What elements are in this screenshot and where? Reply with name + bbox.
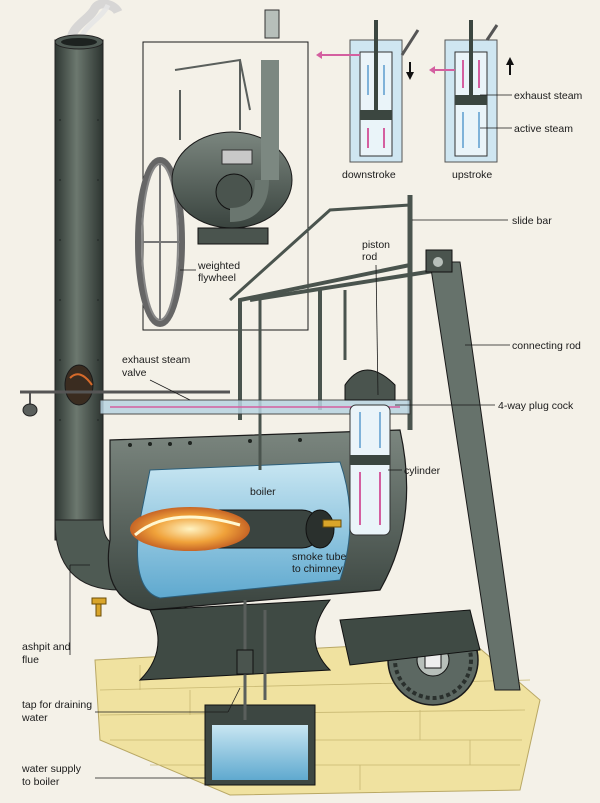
upstroke-label: upstroke [452, 169, 492, 181]
ashpit-label-1: ashpit and [22, 641, 71, 653]
label-smoke-tube: smoke tube to chimney [292, 551, 346, 575]
label-weighted-flywheel: weighted flywheel [180, 260, 240, 284]
label-water-supply: water supply to boiler [21, 763, 206, 788]
weighted-flywheel-label-2: flywheel [198, 272, 236, 284]
piston-rod-label-1: piston [362, 239, 390, 251]
smoke-tube-label-1: smoke tube [292, 551, 346, 563]
exhaust-lever [20, 390, 230, 417]
label-ashpit: ashpit and flue [22, 564, 90, 666]
exhaust-steam-label: exhaust steam [514, 90, 583, 102]
drain-tap [91, 597, 107, 617]
label-connecting-rod: connecting rod [465, 340, 581, 352]
tap-label-2: water [21, 712, 48, 724]
label-tap-draining: tap for draining water [21, 687, 241, 724]
label-active-steam: active steam [480, 123, 573, 135]
inset-engine [135, 9, 309, 331]
exhaust-valve-label-2: valve [122, 367, 147, 379]
engine-frame [228, 195, 441, 470]
label-slide-bar: slide bar [412, 215, 552, 227]
boiler-body [107, 429, 408, 681]
plug-cock-label: 4-way plug cock [498, 400, 574, 412]
water-supply-label-2: to boiler [22, 776, 60, 788]
exhaust-pipe [99, 399, 411, 415]
flywheel-gear [339, 609, 481, 706]
exhaust-valve-label-1: exhaust steam [122, 354, 191, 366]
connecting-rod [425, 249, 521, 691]
smoke-tube-label-2: to chimney [292, 563, 344, 575]
cylinder [344, 369, 396, 536]
label-cylinder: cylinder [388, 465, 441, 477]
boiler-tap [322, 519, 342, 528]
chimney [54, 34, 161, 591]
label-plug-cock: 4-way plug cock [395, 400, 574, 412]
tap-label-1: tap for draining [22, 699, 92, 711]
downstroke-label: downstroke [342, 169, 396, 181]
piston-rod-label-2: rod [362, 251, 377, 263]
label-exhaust-valve: exhaust steam valve [122, 354, 191, 401]
active-steam-label: active steam [514, 123, 573, 135]
cylinder-label: cylinder [404, 465, 441, 477]
slide-bar-label: slide bar [512, 215, 552, 227]
water-supply-label-1: water supply [21, 763, 82, 775]
boiler-label: boiler [250, 486, 276, 498]
connecting-rod-label: connecting rod [512, 340, 581, 352]
label-exhaust-steam: exhaust steam [480, 90, 583, 102]
weighted-flywheel-label-1: weighted [197, 260, 240, 272]
water-tank [204, 600, 316, 786]
ashpit-label-2: flue [22, 654, 39, 666]
inset-cylinder-diagrams [316, 20, 514, 163]
label-piston-rod: piston rod [362, 239, 390, 396]
